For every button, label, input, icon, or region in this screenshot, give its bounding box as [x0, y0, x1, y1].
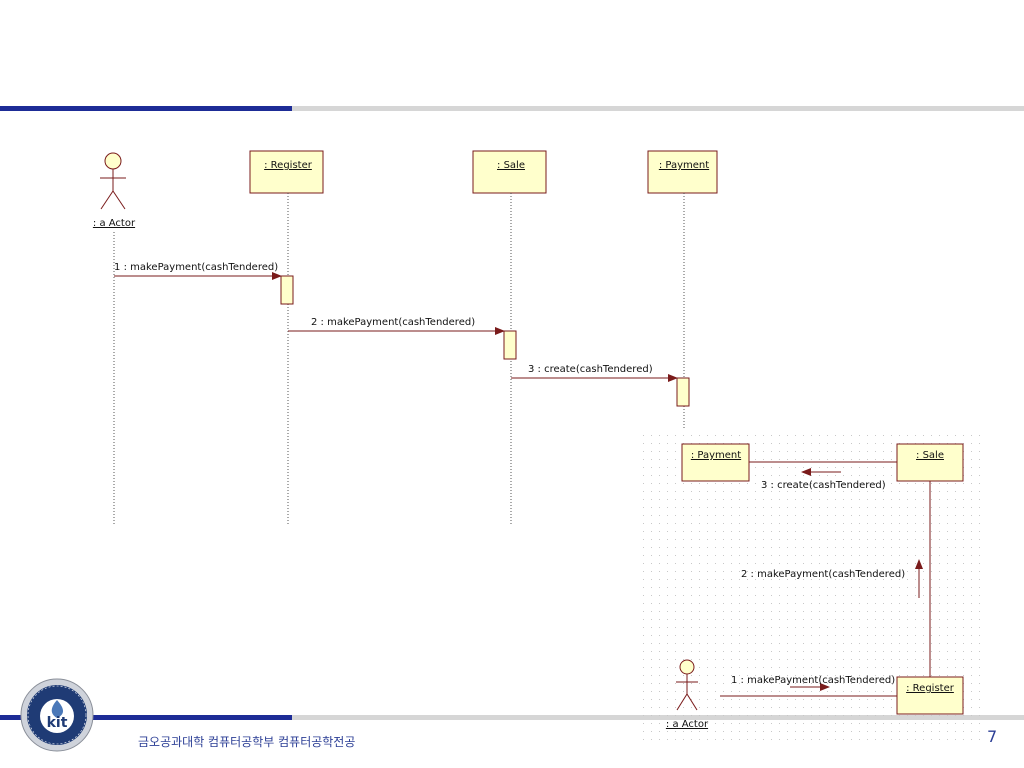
activation-register — [280, 275, 294, 305]
header-band-blue — [0, 106, 292, 111]
header-band-gray — [292, 106, 1024, 111]
collab-object-register: : Register — [896, 676, 964, 715]
message-1-label: 1 : makePayment(cashTendered) — [114, 262, 278, 273]
object-sale-label: : Sale — [497, 160, 525, 171]
message-2-label: 2 : makePayment(cashTendered) — [311, 317, 475, 328]
collab-object-sale: : Sale — [896, 443, 964, 482]
page-number: 7 — [987, 727, 998, 746]
message-3-label: 3 : create(cashTendered) — [528, 364, 653, 375]
university-logo: kit — [20, 678, 94, 752]
collab-actor-label: : a Actor — [666, 719, 709, 730]
collab-message-3-label: 3 : create(cashTendered) — [761, 480, 886, 491]
collab-message-2-label: 2 : makePayment(cashTendered) — [741, 569, 905, 580]
logo-text: kit — [47, 715, 68, 731]
object-payment-label: : Payment — [659, 160, 709, 171]
activation-sale — [503, 330, 517, 360]
object-register: : Register — [249, 150, 324, 194]
collab-object-payment: : Payment — [681, 443, 750, 482]
activation-payment — [676, 377, 690, 407]
collab-message-1-label: 1 : makePayment(cashTendered) — [731, 675, 895, 686]
collaboration-diagram: : Payment : Sale : Register : a Actor 3 … — [641, 431, 984, 744]
object-register-label: : Register — [264, 160, 313, 171]
footer-band-blue — [0, 715, 292, 720]
collab-actor-figure — [676, 659, 698, 711]
actor-figure — [100, 152, 126, 210]
collab-payment-label: : Payment — [691, 450, 741, 461]
sequence-diagram: : a Actor : Register : Sale : Payment 1 … — [93, 150, 718, 525]
actor-label: : a Actor — [93, 218, 136, 229]
footer-department-text: 금오공과대학 컴퓨터공학부 컴퓨터공학전공 — [138, 735, 356, 749]
lifelines — [113, 193, 685, 525]
object-payment: : Payment — [647, 150, 718, 194]
object-sale: : Sale — [472, 150, 547, 194]
collab-sale-label: : Sale — [916, 450, 944, 461]
collab-register-label: : Register — [906, 683, 955, 694]
